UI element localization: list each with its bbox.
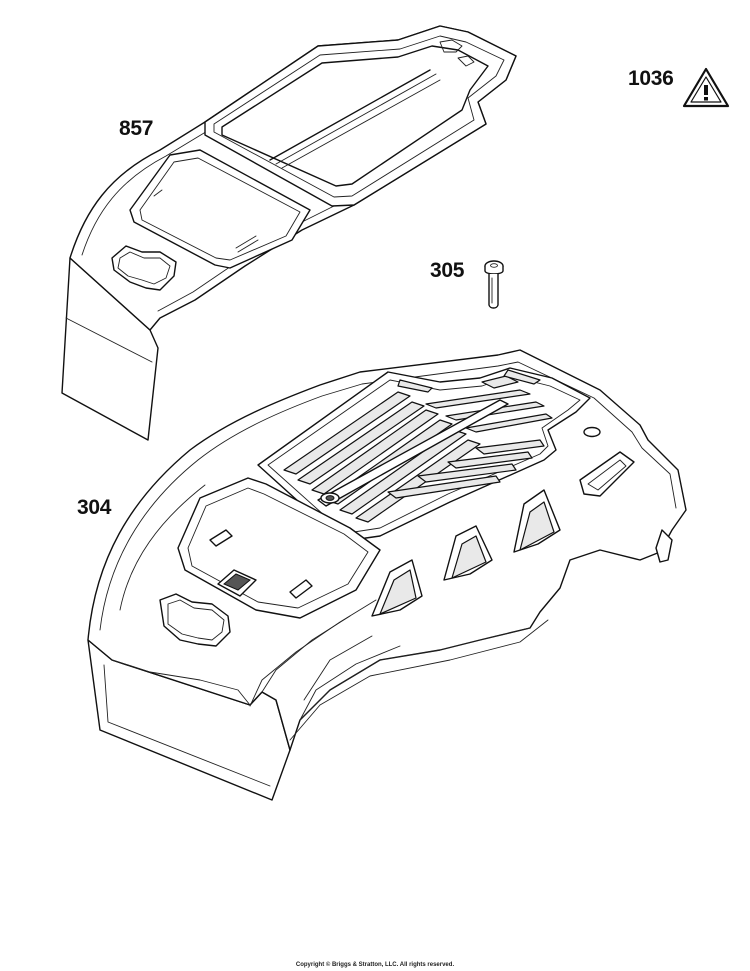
callout-304: 304 (77, 496, 112, 519)
warning-triangle-icon (682, 67, 730, 108)
cover-panel-857 (61, 25, 517, 441)
copyright-notice: Copyright © Briggs & Stratton, LLC. All … (295, 962, 455, 968)
screw-305 (484, 260, 504, 309)
engine-shroud-304 (87, 349, 687, 801)
callout-305: 305 (430, 259, 465, 282)
callout-857: 857 (119, 117, 154, 140)
callout-1036: 1036 (628, 67, 674, 90)
